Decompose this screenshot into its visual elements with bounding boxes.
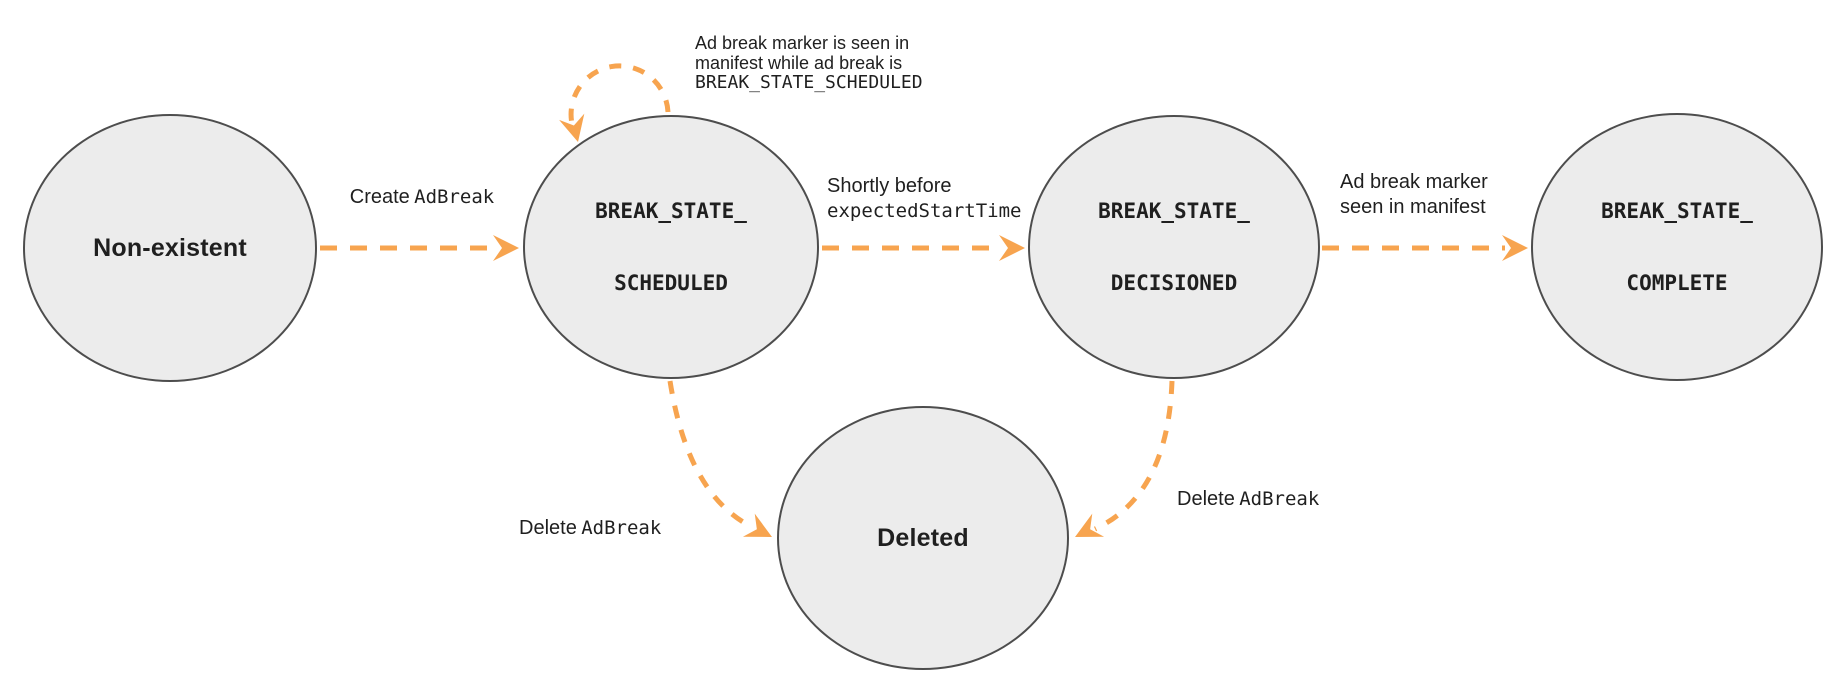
state-label: BREAK_STATE_ SCHEDULED xyxy=(595,199,747,295)
state-label: Non-existent xyxy=(93,233,247,262)
state-node-break-state-complete: BREAK_STATE_ COMPLETE xyxy=(1531,113,1823,381)
arrow-head xyxy=(999,235,1025,261)
state-label: BREAK_STATE_ COMPLETE xyxy=(1601,199,1753,295)
arrow-delete-from-decisioned xyxy=(1093,380,1175,532)
label-marker-seen: Ad break marker seen in manifest xyxy=(1340,171,1488,218)
state-label: Deleted xyxy=(877,523,969,552)
label-self-loop-annotation: Ad break marker is seen in manifest whil… xyxy=(695,33,923,93)
arrow-delete-from-scheduled xyxy=(667,380,754,530)
state-node-break-state-scheduled: BREAK_STATE_ SCHEDULED xyxy=(523,115,819,379)
arrow-head xyxy=(1502,235,1528,261)
label-shortly-before: Shortly before expectedStartTime xyxy=(827,175,1022,222)
state-node-non-existent: Non-existent xyxy=(23,114,317,382)
state-node-break-state-decisioned: BREAK_STATE_ DECISIONED xyxy=(1028,115,1320,379)
arrow-head xyxy=(1075,513,1105,537)
arrow-head xyxy=(742,513,772,537)
state-label: BREAK_STATE_ DECISIONED xyxy=(1098,199,1250,295)
arrow-head xyxy=(493,235,519,261)
state-node-deleted: Deleted xyxy=(777,406,1069,670)
